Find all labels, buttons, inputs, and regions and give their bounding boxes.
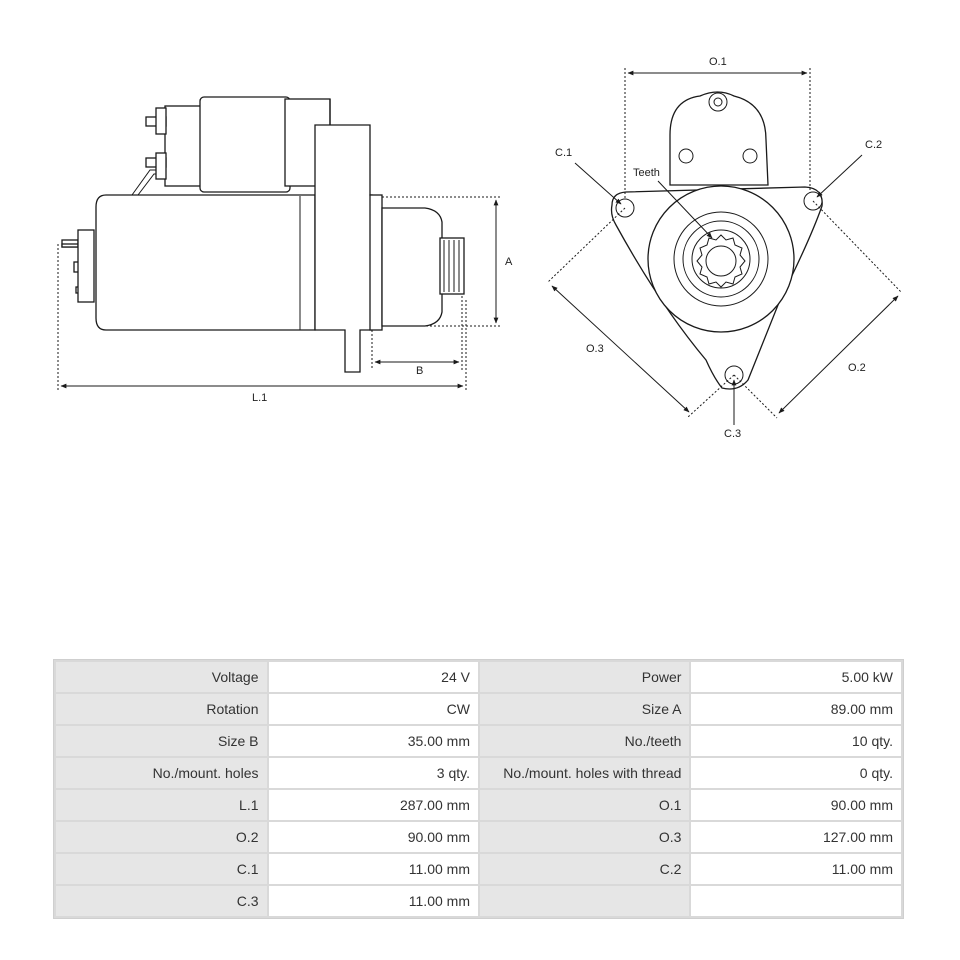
spec-value: 11.00 mm	[268, 886, 478, 916]
dim-label-o3: O.3	[586, 343, 604, 355]
spec-label: Voltage	[56, 662, 267, 692]
spec-value: 10 qty.	[691, 726, 901, 756]
technical-drawing: A B L.1 O.1	[57, 56, 903, 440]
dim-label-o2: O.2	[848, 362, 866, 374]
label-c1: C.1	[555, 147, 572, 159]
spec-value: CW	[268, 694, 478, 724]
spec-value: 11.00 mm	[268, 854, 478, 884]
spec-value: 35.00 mm	[268, 726, 478, 756]
spec-label: Size A	[479, 694, 690, 724]
label-c3: C.3	[724, 428, 741, 440]
spec-label: O.3	[479, 822, 690, 852]
spec-label: L.1	[56, 790, 267, 820]
spec-label: No./teeth	[479, 726, 690, 756]
spec-label: Power	[479, 662, 690, 692]
front-view: O.1 O.3 O.2 C.1 C.2 C.3 Teeth	[547, 56, 903, 440]
spec-value: 5.00 kW	[691, 662, 901, 692]
spec-value	[691, 886, 901, 916]
spec-label: C.3	[56, 886, 267, 916]
spec-value: 89.00 mm	[691, 694, 901, 724]
spec-label: O.2	[56, 822, 267, 852]
spec-value: 24 V	[268, 662, 478, 692]
spec-value: 3 qty.	[268, 758, 478, 788]
spec-label: Size B	[56, 726, 267, 756]
dim-label-b: B	[416, 365, 423, 377]
spec-label	[479, 886, 690, 916]
side-view: A B L.1	[57, 96, 513, 404]
spec-value: 90.00 mm	[268, 822, 478, 852]
spec-value: 287.00 mm	[268, 790, 478, 820]
spec-label: C.1	[56, 854, 267, 884]
label-teeth: Teeth	[633, 167, 660, 179]
dim-label-o1: O.1	[709, 56, 727, 68]
spec-label: C.2	[479, 854, 690, 884]
dim-label-a: A	[505, 256, 513, 268]
spec-label: No./mount. holes with thread	[479, 758, 690, 788]
spec-value: 127.00 mm	[691, 822, 901, 852]
spec-label: O.1	[479, 790, 690, 820]
spec-value: 0 qty.	[691, 758, 901, 788]
spec-value: 90.00 mm	[691, 790, 901, 820]
spec-label: No./mount. holes	[56, 758, 267, 788]
spec-label: Rotation	[56, 694, 267, 724]
dim-label-l1: L.1	[252, 392, 267, 404]
label-c2: C.2	[865, 139, 882, 151]
spec-value: 11.00 mm	[691, 854, 901, 884]
